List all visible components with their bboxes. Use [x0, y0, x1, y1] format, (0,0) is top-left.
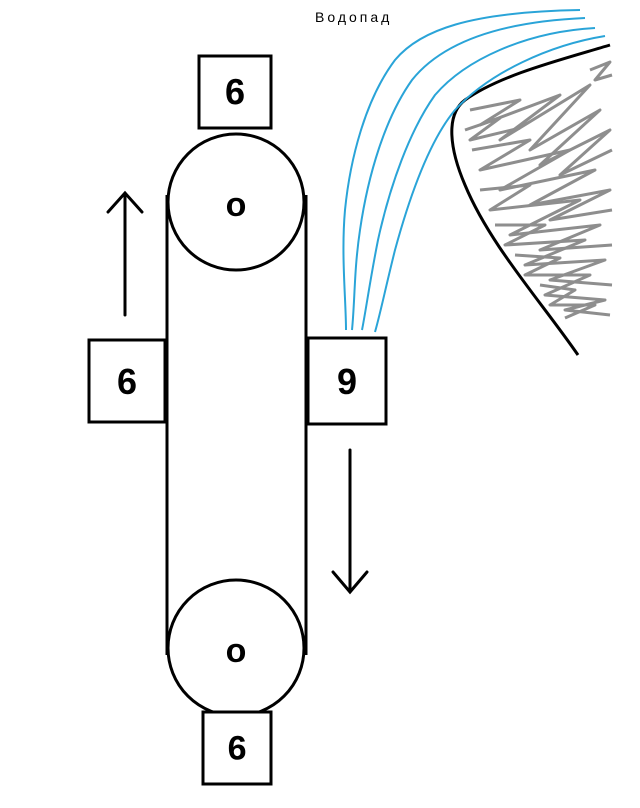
pulley-bottom-axle: o	[226, 632, 247, 670]
bucket-right	[306, 336, 388, 426]
bucket-left	[87, 338, 167, 424]
waterfall-label: Водопад	[315, 9, 392, 25]
bucket-left-label: 6	[117, 361, 137, 402]
cliff-rock	[464, 60, 613, 320]
waterfall-streams	[342, 9, 606, 333]
bucket-bottom-label: 9	[228, 728, 247, 766]
bucket-right-label: 9	[337, 361, 357, 402]
pulley-top	[166, 132, 306, 272]
bucket-top	[197, 54, 273, 130]
bucket-top-label: 9	[225, 71, 245, 112]
arrow-down-icon	[331, 448, 369, 595]
bucket-bottom	[201, 710, 273, 786]
cliff-edge	[450, 43, 611, 356]
pulley-top-axle: o	[226, 186, 247, 224]
arrow-up-icon	[106, 190, 144, 317]
